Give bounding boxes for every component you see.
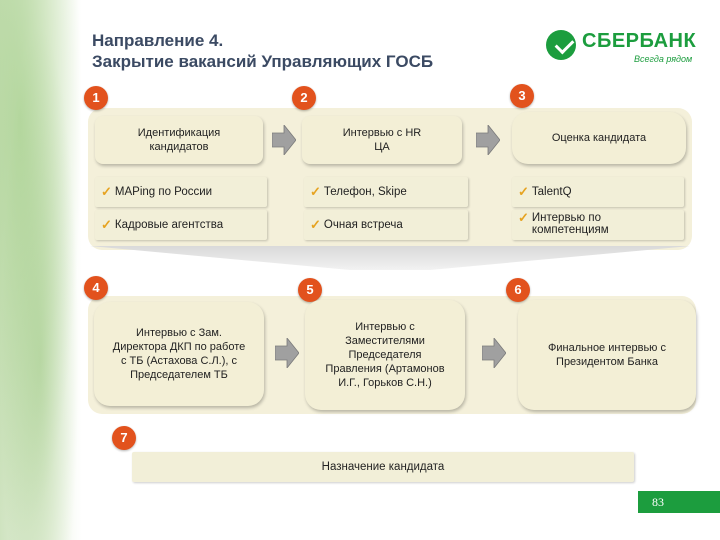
bar-mapping: ✓ MAPing по России bbox=[95, 177, 267, 207]
logo-name: СБЕРБАНК bbox=[582, 30, 697, 52]
step-5-badge: 5 bbox=[298, 278, 322, 302]
bar-agencies: ✓ Кадровые агентства bbox=[95, 210, 267, 240]
title-line-1: Направление 4. bbox=[92, 31, 224, 50]
bar-competency-label: Интервью по компетенциям bbox=[531, 212, 609, 236]
step-appointment-box: Назначение кандидата bbox=[132, 452, 634, 482]
arrow-right-icon bbox=[275, 338, 299, 368]
step-deputy-chairmen-box: Интервью с Заместителями Председателя Пр… bbox=[305, 300, 465, 410]
background-leaves bbox=[0, 0, 82, 540]
check-icon: ✓ bbox=[310, 184, 321, 199]
bar-phone-skype-label: Телефон, Skipe bbox=[323, 186, 407, 198]
step-1-badge: 1 bbox=[84, 86, 108, 110]
step-identification-box: Идентификация кандидатов bbox=[95, 116, 263, 164]
check-icon: ✓ bbox=[518, 210, 529, 225]
page-title: Направление 4. Закрытие вакансий Управля… bbox=[92, 30, 433, 72]
check-icon: ✓ bbox=[310, 217, 321, 232]
step-2-badge: 2 bbox=[292, 86, 316, 110]
step-final-interview-box: Финальное интервью с Президентом Банка bbox=[518, 300, 696, 410]
step-assessment-label: Оценка кандидата bbox=[551, 132, 647, 144]
bar-agencies-label: Кадровые агентства bbox=[114, 219, 224, 231]
step-deputy-director-label: Интервью с Зам. Директора ДКП по работе … bbox=[112, 327, 246, 381]
step-4-badge: 4 bbox=[84, 276, 108, 300]
title-line-2: Закрытие вакансий Управляющих ГОСБ bbox=[92, 52, 434, 71]
bar-talentq-label: TalentQ bbox=[531, 186, 572, 198]
step-assessment-box: Оценка кандидата bbox=[512, 112, 686, 164]
sberbank-logo-icon bbox=[546, 30, 576, 60]
bar-talentq: ✓ TalentQ bbox=[512, 177, 684, 207]
bar-in-person-label: Очная встреча bbox=[323, 219, 403, 231]
step-hr-interview-box: Интервью с HR ЦА bbox=[302, 116, 462, 164]
bar-phone-skype: ✓ Телефон, Skipe bbox=[304, 177, 468, 207]
step-7-badge: 7 bbox=[112, 426, 136, 450]
check-icon: ✓ bbox=[518, 184, 529, 199]
logo-tagline: Всегда рядом bbox=[634, 54, 693, 64]
funnel-divider bbox=[90, 246, 690, 270]
page-number: 83 bbox=[638, 491, 720, 513]
step-deputy-director-box: Интервью с Зам. Директора ДКП по работе … bbox=[94, 302, 264, 406]
check-icon: ✓ bbox=[101, 184, 112, 199]
sberbank-logo: СБЕРБАНК Всегда рядом bbox=[546, 28, 696, 70]
bar-in-person: ✓ Очная встреча bbox=[304, 210, 468, 240]
step-deputy-chairmen-label: Интервью с Заместителями Председателя Пр… bbox=[325, 321, 445, 389]
bar-competency-interview: ✓ Интервью по компетенциям bbox=[512, 210, 684, 240]
check-icon: ✓ bbox=[101, 217, 112, 232]
bar-mapping-label: MAPing по России bbox=[114, 186, 213, 198]
arrow-right-icon bbox=[482, 338, 506, 368]
arrow-right-icon bbox=[272, 125, 296, 155]
step-6-badge: 6 bbox=[506, 278, 530, 302]
step-3-badge: 3 bbox=[510, 84, 534, 108]
step-hr-interview-label: Интервью с HR ЦА bbox=[342, 127, 422, 153]
step-identification-label: Идентификация кандидатов bbox=[137, 127, 221, 153]
arrow-right-icon bbox=[476, 125, 500, 155]
step-appointment-label: Назначение кандидата bbox=[321, 461, 445, 473]
step-final-interview-label: Финальное интервью с Президентом Банка bbox=[548, 342, 666, 368]
